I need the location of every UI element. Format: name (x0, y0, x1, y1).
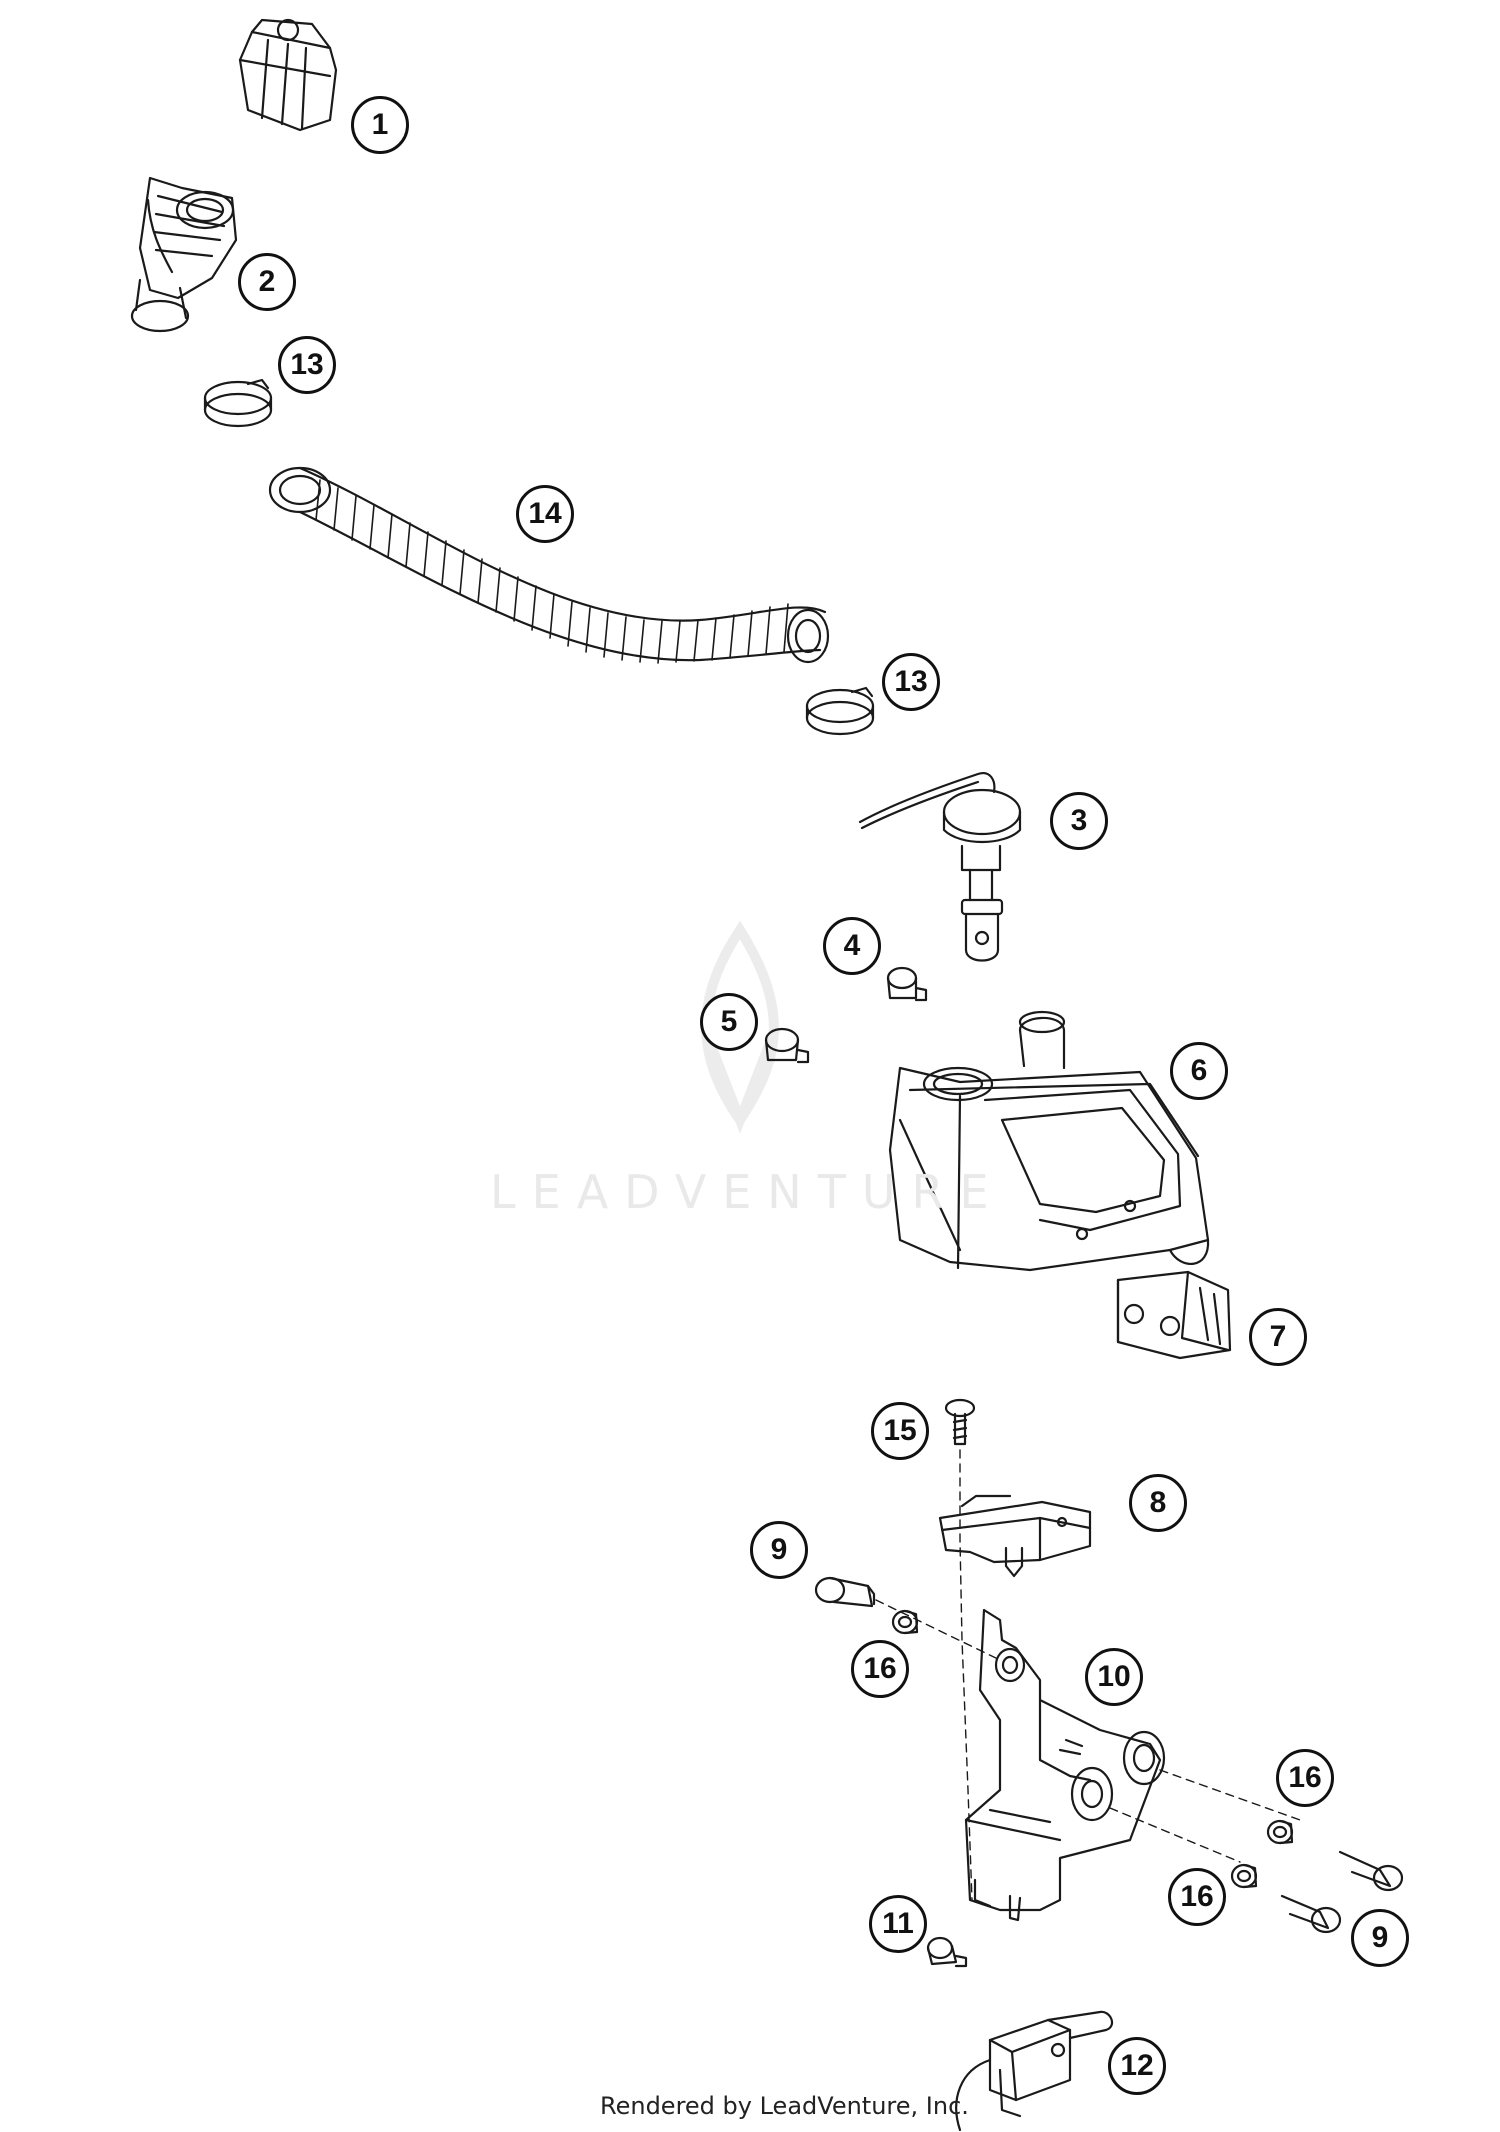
part-7-bracket (1116, 1270, 1232, 1360)
part-16-washer-left (891, 1609, 919, 1635)
watermark-text: LEADVENTURE (490, 1165, 1005, 1219)
callout-8: 8 (1129, 1474, 1187, 1532)
callout-6: 6 (1170, 1042, 1228, 1100)
part-1-connector-cap (238, 18, 338, 132)
callout-13: 13 (882, 653, 940, 711)
part-8-valve (938, 1494, 1092, 1578)
part-9-bolt-right-lower (1280, 1894, 1342, 1934)
part-9-bolt-left (814, 1576, 876, 1608)
part-16-washer-right-upper (1266, 1819, 1294, 1845)
callout-13: 13 (278, 336, 336, 394)
axis-line-9-left (875, 1599, 1001, 1661)
callout-10: 10 (1085, 1648, 1143, 1706)
callout-1: 1 (351, 96, 409, 154)
footer-credit: Rendered by LeadVenture, Inc. (600, 2092, 969, 2120)
part-11-bolt (926, 1936, 968, 1968)
callout-2: 2 (238, 253, 296, 311)
part-14-corrugated-hose (268, 466, 830, 664)
part-4-bolt (886, 966, 928, 1002)
part-6-reservoir-tank (888, 1010, 1210, 1272)
callout-14: 14 (516, 485, 574, 543)
callout-16: 16 (1276, 1749, 1334, 1807)
callout-4: 4 (823, 917, 881, 975)
axis-line-15 (959, 1449, 973, 1901)
part-3-level-sensor (858, 772, 1022, 962)
part-13-hose-clamp-lower (805, 686, 875, 736)
part-15-screw (944, 1398, 976, 1446)
callout-11: 11 (869, 1895, 927, 1953)
part-9-bolt-right-upper (1338, 1850, 1404, 1892)
leadventure-logo-watermark (700, 920, 780, 1134)
part-2-intake-elbow (130, 176, 238, 333)
callout-16: 16 (851, 1640, 909, 1698)
axis-line-9-right-a (1159, 1769, 1301, 1821)
part-10-main-bracket (964, 1608, 1166, 1922)
part-16-washer-right-lower (1230, 1863, 1258, 1889)
part-12-solenoid-valve (955, 2010, 1114, 2132)
callout-12: 12 (1108, 2037, 1166, 2095)
callout-5: 5 (700, 993, 758, 1051)
callout-7: 7 (1249, 1308, 1307, 1366)
axis-line-9-right-b (1109, 1807, 1241, 1863)
callout-15: 15 (871, 1402, 929, 1460)
callout-3: 3 (1050, 792, 1108, 850)
part-5-bolt (764, 1027, 810, 1064)
part-13-hose-clamp-upper (203, 378, 273, 428)
callout-16: 16 (1168, 1868, 1226, 1926)
callout-9: 9 (750, 1521, 808, 1579)
callout-9: 9 (1351, 1909, 1409, 1967)
